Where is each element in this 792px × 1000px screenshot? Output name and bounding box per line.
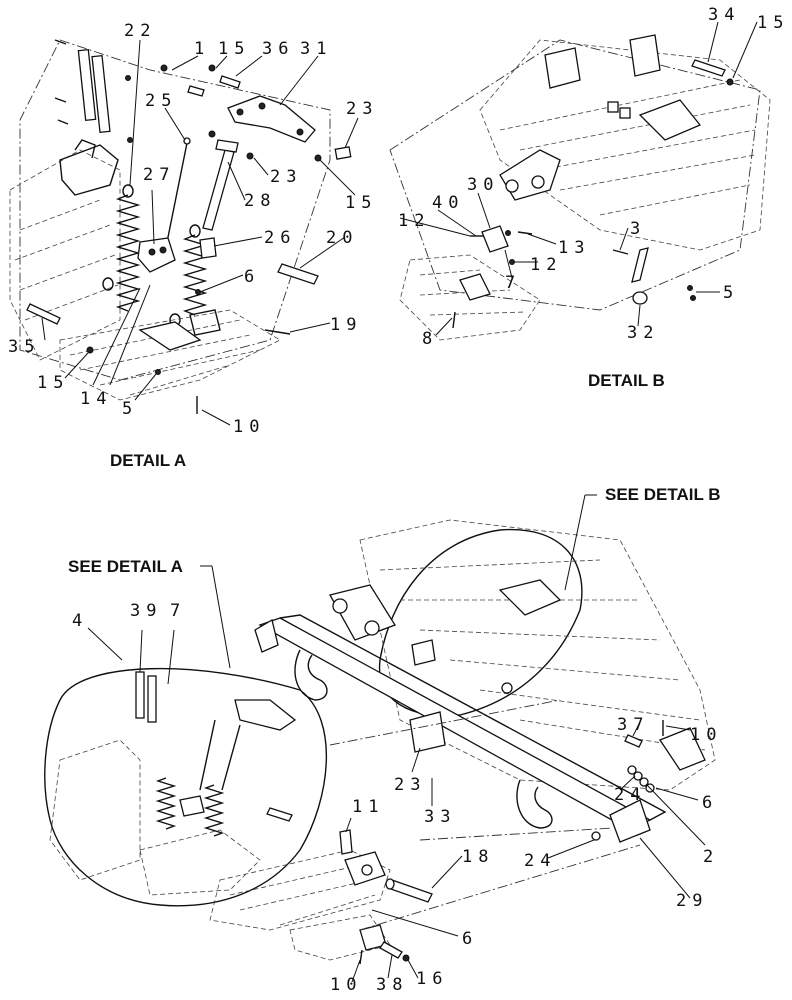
bracket-casting (59, 144, 119, 196)
callout-35: 35 (8, 337, 40, 357)
callout-8: 8 (422, 329, 432, 349)
hook-2 (516, 779, 553, 829)
callout-15-b: 15 (345, 193, 377, 213)
callout-10-c: 10 (330, 975, 362, 995)
spring-right (169, 224, 208, 327)
bracket-27 (137, 237, 176, 273)
callout-27: 27 (143, 165, 175, 185)
callout-25: 25 (145, 91, 177, 111)
callout-23-main: 23 (394, 775, 426, 795)
callout-28: 28 (244, 191, 276, 211)
pin-36 (219, 75, 241, 89)
washer-32 (632, 291, 648, 305)
callout-39: 39 (130, 601, 162, 621)
spring-left (102, 184, 141, 312)
callout-15-d: 15 (757, 13, 789, 33)
callout-16: 16 (416, 969, 448, 989)
bracket-30 (481, 225, 509, 253)
lower-frame (209, 849, 391, 931)
callout-37: 37 (617, 715, 649, 735)
callout-29: 29 (676, 891, 708, 911)
callout-7-b: 7 (505, 273, 515, 293)
callout-19: 19 (330, 315, 362, 335)
hook-1 (294, 649, 328, 701)
pin-38 (379, 941, 403, 959)
callout-13: 13 (558, 238, 590, 258)
callout-26: 26 (264, 228, 296, 248)
callout-33: 33 (424, 807, 456, 827)
see-detail-a-label: SEE DETAIL A (68, 557, 183, 576)
block-26 (199, 237, 217, 259)
detail-a-group (9, 39, 352, 414)
callout-32: 32 (627, 323, 659, 343)
frame-plate-left (9, 149, 121, 361)
base-frame-a (59, 309, 281, 401)
callout-31: 31 (300, 39, 332, 59)
callout-40: 40 (432, 193, 464, 213)
detail-b-title: DETAIL B (588, 371, 665, 390)
callout-5-a: 5 (122, 399, 132, 419)
callout-5-b: 5 (723, 283, 733, 303)
link-3 (631, 247, 649, 283)
callout-36: 36 (262, 39, 294, 59)
callout-6-b: 6 (702, 793, 712, 813)
callout-6-c: 6 (462, 929, 472, 949)
link-31 (227, 95, 316, 143)
callout-22: 22 (124, 21, 156, 41)
callout-12-a: 12 (398, 211, 430, 231)
callout-34: 34 (708, 5, 740, 25)
callout-6-a: 6 (244, 267, 254, 287)
detail-a-title: DETAIL A (110, 451, 186, 470)
callout-7-main: 7 (170, 601, 180, 621)
beam-29 (258, 617, 652, 831)
strap-bar-b (91, 54, 111, 134)
pin-34 (691, 59, 726, 77)
bushing-11 (339, 829, 353, 855)
plate-b (399, 254, 541, 341)
callout-10-b: 10 (690, 725, 722, 745)
pin-20 (277, 263, 319, 285)
callout-2: 2 (703, 847, 713, 867)
leader-lines (41, 21, 758, 983)
callout-30: 30 (467, 175, 499, 195)
pin-35 (26, 303, 61, 325)
callout-24-b: 24 (524, 851, 556, 871)
arm-b (499, 149, 561, 201)
strap-bar-a (77, 48, 97, 122)
callout-38: 38 (376, 975, 408, 995)
end-bracket-2 (609, 799, 651, 843)
callout-23-b: 23 (270, 167, 302, 187)
callout-15: 15 (218, 39, 250, 59)
callout-23-a: 23 (346, 99, 378, 119)
rear-frame (359, 519, 716, 791)
see-detail-b-label: SEE DETAIL B (605, 485, 721, 504)
callout-20: 20 (326, 228, 358, 248)
callout-18: 18 (462, 847, 494, 867)
callout-11: 11 (352, 797, 384, 817)
callout-4: 4 (72, 611, 82, 631)
bolt-19 (264, 329, 291, 335)
tube-28 (202, 149, 235, 231)
callout-14: 14 (80, 389, 112, 409)
detail-b-group (389, 34, 771, 341)
callout-24-a: 24 (614, 785, 646, 805)
callout-3: 3 (630, 219, 640, 239)
callout-15-c: 15 (37, 373, 69, 393)
housing-b (479, 39, 771, 251)
callout-1: 1 (194, 39, 204, 59)
bolt-8 (452, 311, 456, 329)
callout-10-a: 10 (233, 417, 265, 437)
main-assembly (44, 519, 716, 965)
callout-12-b: 12 (530, 255, 562, 275)
